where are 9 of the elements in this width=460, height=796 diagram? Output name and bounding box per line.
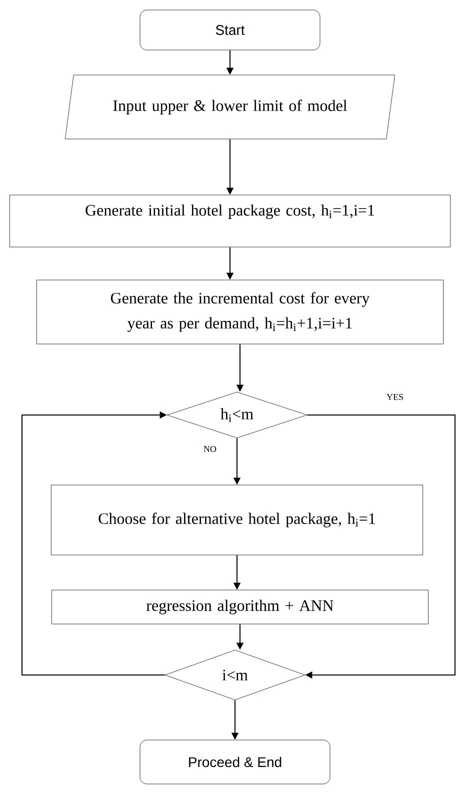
process-box: regression algorithm + ANN	[51, 590, 429, 624]
process-box: Generate initial hotel package cost, h$_{i}$=1,i=1	[9, 194, 451, 248]
edge-label: YES	[386, 392, 404, 402]
edge-label: NO	[202, 444, 218, 454]
terminal-box: Proceed & End	[140, 740, 330, 784]
process-box: Generate the incremental cost for every year as per demand, h$_{i}$=h$_{i}$+1,i=i+1	[36, 280, 444, 344]
terminal-box: Start	[140, 10, 320, 50]
process-box: Choose for alternative hotel package, h$_{i}$=1	[50, 484, 424, 556]
input-parallelogram: Input upper & lower limit of model	[64, 74, 396, 140]
